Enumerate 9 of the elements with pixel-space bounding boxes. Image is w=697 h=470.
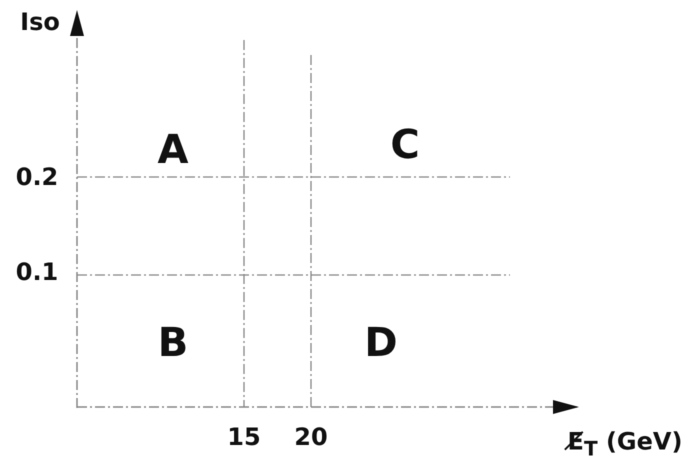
tick-label: 15 [227,425,261,449]
tick-label: 0.1 [16,260,58,284]
axis-label: Iso [20,10,60,34]
tick-label: 0.2 [16,165,58,189]
region-label: D [364,323,398,363]
tick-label: 20 [294,425,328,449]
region-label: B [158,323,188,363]
region-label: A [158,130,188,170]
region-label: C [390,125,420,165]
